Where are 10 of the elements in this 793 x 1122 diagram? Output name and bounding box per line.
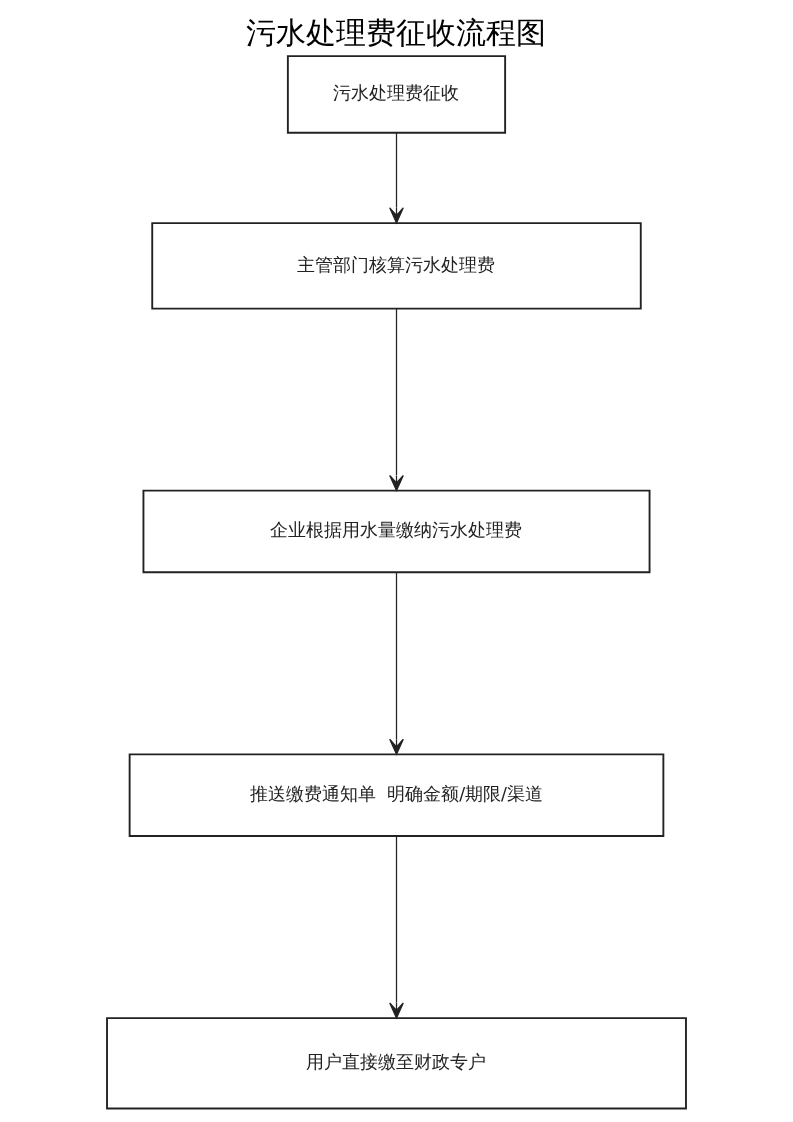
node-box: 主管部门核算污水处理费 bbox=[151, 222, 642, 310]
node-box: 污水处理费征收 bbox=[286, 55, 507, 134]
node-box: 用户直接缴至财政专户 bbox=[106, 1017, 687, 1110]
arrow bbox=[389, 835, 404, 1019]
node-box: 企业根据用水量缴纳污水处理费 bbox=[142, 489, 651, 574]
diagram-title: 污水处理费征收流程图 bbox=[246, 14, 547, 50]
arrow bbox=[389, 308, 404, 492]
arrow bbox=[389, 132, 404, 224]
arrow bbox=[389, 571, 404, 755]
node-box: 推送缴费通知单 明确金额/期限/渠道 bbox=[128, 753, 665, 837]
